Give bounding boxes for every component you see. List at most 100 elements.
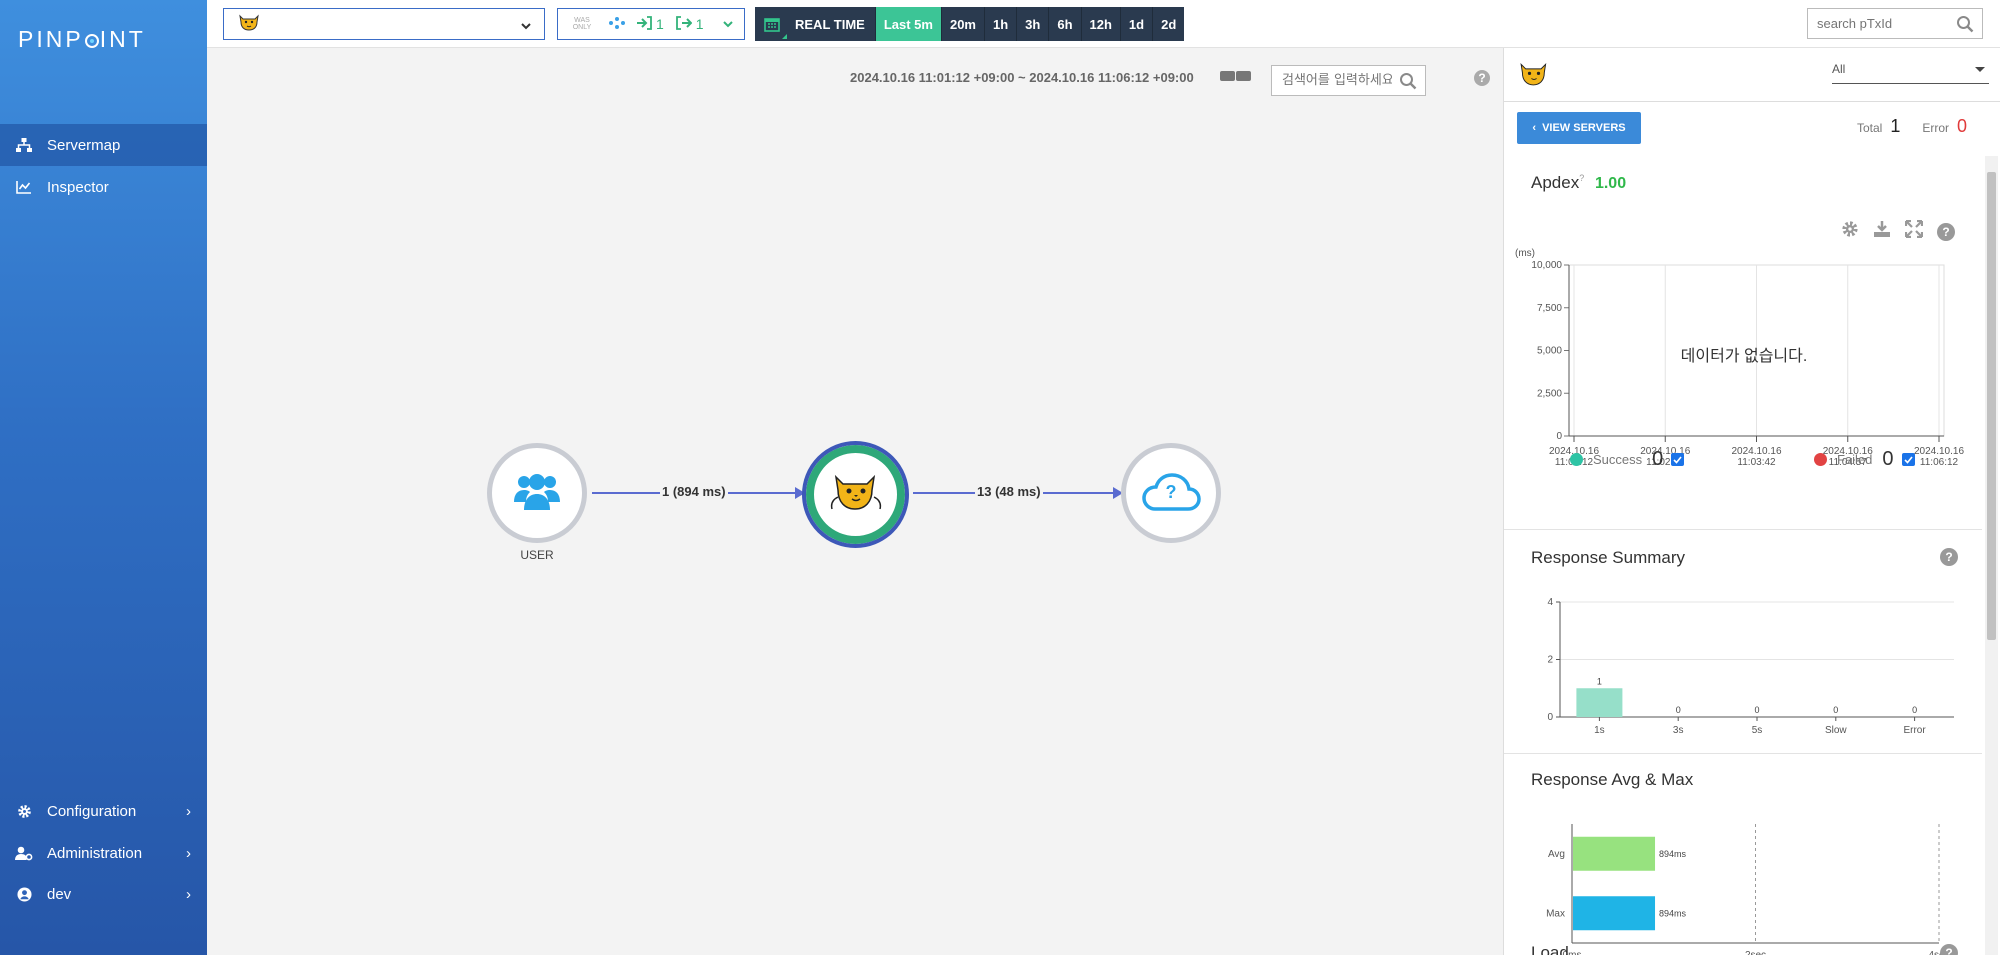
realtime-button[interactable]: REAL TIME	[795, 16, 865, 32]
search-icon[interactable]	[1399, 72, 1417, 95]
time-option-last5m[interactable]: Last 5m	[874, 7, 941, 41]
cloud-icon: ?	[1141, 473, 1201, 513]
application-select[interactable]	[223, 8, 545, 40]
failed-checkbox[interactable]	[1901, 453, 1915, 466]
data-label: 894ms	[1659, 849, 1687, 859]
chevron-right-icon: ›	[186, 844, 191, 862]
y-tick-label: 7,500	[1537, 303, 1562, 314]
apdex-chart: (ms) 10,0007,5005,0002,50002024.10.1611:…	[1515, 248, 1964, 468]
time-option-1h[interactable]: 1h	[984, 7, 1016, 41]
settings-icon[interactable]	[1841, 220, 1859, 243]
was-only-label: WAS ONLY	[572, 17, 592, 31]
x-tick-label: 11:03:42	[1737, 457, 1776, 468]
tomcat-icon	[828, 471, 884, 518]
y-tick-label: 5,000	[1537, 346, 1562, 357]
time-option-20m[interactable]: 20m	[940, 7, 984, 41]
gear-icon	[15, 802, 33, 820]
chevron-down-icon[interactable]	[722, 16, 734, 32]
sidebar-item-label: dev	[47, 885, 72, 903]
help-icon[interactable]: ?	[1940, 548, 1958, 566]
bar	[1573, 896, 1656, 931]
chevron-right-icon: ›	[186, 885, 191, 903]
help-icon[interactable]: ?	[1474, 70, 1490, 86]
sidebar-item-administration[interactable]: Administration ›	[0, 832, 207, 874]
failed-dot	[1814, 453, 1827, 466]
time-range-selector: REAL TIME Last 5m 20m 1h 3h 6h 12h 1d 2d	[755, 7, 1185, 41]
download-icon[interactable]	[1873, 220, 1891, 243]
data-label: 0	[1754, 705, 1759, 715]
inbound-count: 1	[656, 16, 664, 32]
line-chart-icon	[15, 178, 33, 196]
time-range-label: 2024.10.16 11:01:12 +09:00 ~ 2024.10.16 …	[850, 70, 1194, 85]
user-node[interactable]	[487, 443, 587, 543]
sidebar-item-label: Administration	[47, 844, 143, 862]
help-icon[interactable]: ?	[1937, 222, 1955, 241]
sidebar-item-servermap[interactable]: Servermap	[0, 124, 207, 166]
success-checkbox[interactable]	[1671, 453, 1685, 466]
y-tick-label: 10,000	[1531, 260, 1562, 271]
x-tick-label: 2024.10.16	[1549, 446, 1599, 457]
expand-icon[interactable]	[1904, 219, 1924, 243]
was-filter[interactable]: WAS ONLY 1 1	[557, 8, 745, 40]
inbound-icon	[636, 15, 652, 33]
y-tick-label: 0	[1556, 431, 1562, 442]
servermap-canvas[interactable]: 2024.10.16 11:01:12 +09:00 ~ 2024.10.16 …	[207, 48, 1503, 955]
users-icon	[513, 470, 561, 517]
x-tick-label: 11:02:27	[1646, 457, 1685, 468]
x-tick-label: 1s	[1594, 725, 1605, 736]
x-tick-label: 5s	[1752, 725, 1763, 736]
calendar-icon[interactable]	[755, 7, 789, 41]
scrollbar-thumb[interactable]	[1987, 172, 1996, 640]
unknown-node[interactable]: ?	[1121, 443, 1221, 543]
apdex-title: Apdex? 1.00	[1531, 173, 1626, 193]
x-tick-label: 2024.10.16	[1823, 446, 1873, 457]
x-tick-label: Slow	[1825, 725, 1847, 736]
total-label: Total	[1857, 121, 1883, 135]
outbound-icon	[675, 15, 693, 33]
apdex-section	[1504, 156, 1982, 530]
view-servers-label: VIEW SERVERS	[1542, 122, 1626, 134]
edge-label: 1 (894 ms)	[660, 484, 728, 499]
failed-label: Failed	[1837, 452, 1873, 467]
user-cog-icon	[15, 844, 33, 862]
time-option-2d[interactable]: 2d	[1152, 7, 1184, 41]
x-tick-label: Error	[1903, 725, 1926, 736]
sidebar-item-configuration[interactable]: Configuration ›	[0, 790, 207, 832]
total-value: 1	[1890, 116, 1901, 136]
sidebar-item-dev[interactable]: dev ›	[0, 873, 207, 915]
view-servers-button[interactable]: ‹ VIEW SERVERS	[1517, 112, 1641, 144]
chart-tools: ?	[1841, 219, 1974, 243]
ptxid-search-input[interactable]	[1808, 16, 1948, 31]
servermap-search-input[interactable]	[1272, 73, 1392, 88]
y-tick-label: Avg	[1548, 849, 1565, 860]
info-icon[interactable]: ?	[1579, 173, 1585, 183]
y-tick-label: 2	[1547, 655, 1553, 666]
sidebar-item-inspector[interactable]: Inspector	[0, 166, 207, 208]
apdex-value: 1.00	[1594, 175, 1627, 192]
y-tick-label: 0	[1547, 712, 1553, 723]
apdex-label: Apdex	[1531, 173, 1580, 192]
no-data-message: 데이터가 없습니다.	[1681, 347, 1808, 365]
response-summary-section	[1504, 530, 1982, 754]
time-option-12h[interactable]: 12h	[1080, 7, 1120, 41]
caret-down-icon	[1975, 67, 1985, 72]
time-option-6h[interactable]: 6h	[1048, 7, 1080, 41]
y-tick-label: 2,500	[1537, 388, 1562, 399]
time-option-1d[interactable]: 1d	[1119, 7, 1152, 41]
chevron-down-icon	[520, 18, 532, 36]
range-toggle[interactable]	[1220, 71, 1251, 81]
agent-select[interactable]: All	[1832, 62, 1989, 84]
search-icon[interactable]	[1956, 15, 1974, 38]
help-icon[interactable]: ?	[1940, 944, 1958, 955]
time-option-3h[interactable]: 3h	[1016, 7, 1048, 41]
failed-legend: Failed 0	[1814, 448, 1915, 471]
response-avg-max-title: Response Avg & Max	[1531, 770, 1694, 789]
data-label: 0	[1833, 705, 1838, 715]
sitemap-icon	[15, 136, 33, 154]
x-tick-label: 2sec	[1745, 950, 1766, 955]
application-node[interactable]	[802, 441, 909, 548]
sidebar-item-label: Servermap	[47, 136, 121, 154]
bar	[1573, 836, 1656, 871]
